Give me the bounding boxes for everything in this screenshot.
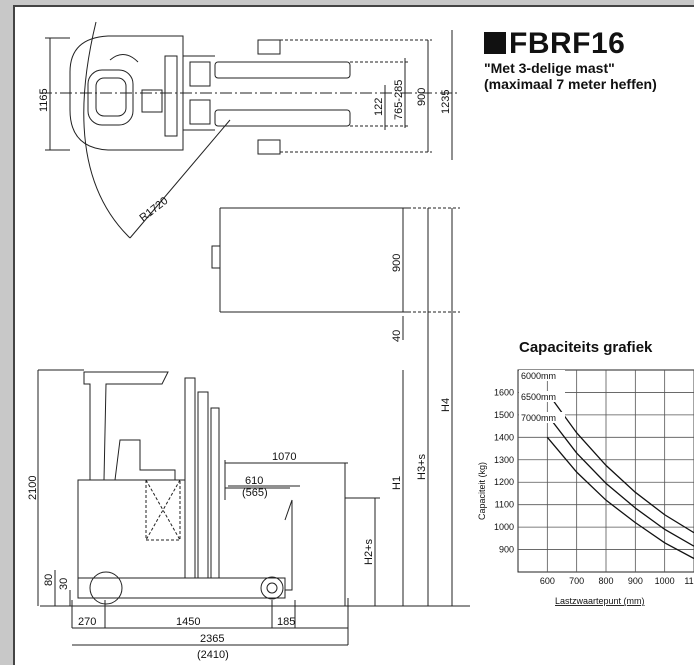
dim-load-center-alt: (565) [242, 487, 268, 499]
title-block: FBRF16 "Met 3-delige mast" (maximaal 7 m… [484, 28, 657, 92]
chart-xlabel: Lastzwaartepunt (mm) [555, 596, 645, 606]
dim-h1: H1 [391, 476, 403, 490]
dim-h3s: H3+s [416, 454, 428, 480]
chart-title: Capaciteits grafiek [519, 339, 653, 356]
dim-ground-80: 80 [43, 574, 55, 586]
chart-series-label-bg [519, 412, 565, 423]
dim-fork-spread: 765-285 [393, 80, 405, 120]
dim-fork-thickness: 40 [391, 330, 403, 342]
dim-fork-gap: 122 [373, 98, 385, 116]
chart-y-tick-label: 1000 [494, 522, 514, 532]
chart-grid [517, 369, 694, 573]
dim-height: 2100 [27, 476, 39, 500]
dim-b270: 270 [78, 616, 96, 628]
dim-h4: H4 [440, 398, 452, 412]
chart-y-tick-label: 900 [499, 545, 514, 555]
chart-y-tick-label: 1600 [494, 387, 514, 397]
fork-view [211, 207, 460, 340]
chart-series: 6000mm 6500mm 7000mm [519, 370, 694, 560]
dim-b185: 185 [277, 616, 295, 628]
subtitle-line1: "Met 3-delige mast" [484, 60, 615, 76]
chart-y-tick-label: 1500 [494, 410, 514, 420]
chart-x-tick-label: 1100 [684, 576, 694, 586]
chart-x-tick-label: 900 [628, 576, 643, 586]
dim-length: 2365 [200, 633, 224, 645]
chart-series-line [546, 392, 694, 534]
chart-series-label: 7000mm [521, 413, 556, 423]
dim-turn-radius: R1720 [137, 195, 170, 224]
dim-width: 1165 [38, 88, 50, 112]
dimension-labels: 1165 122 765-285 900 1235 R1720 900 40 2… [27, 80, 452, 661]
dim-reach: 1070 [272, 451, 296, 463]
chart-series-label: 6000mm [521, 371, 556, 381]
dim-length-alt: (2410) [197, 649, 229, 661]
subtitle-line2: (maximaal 7 meter heffen) [484, 76, 657, 92]
chart-y-tick-label: 1400 [494, 432, 514, 442]
model-title: FBRF16 [484, 28, 657, 60]
chart-x-tick-label: 1000 [655, 576, 675, 586]
chart-series-line [546, 414, 694, 547]
drawing-sheet [13, 5, 694, 665]
dim-outer-width: 900 [416, 88, 428, 106]
dim-ground-30: 30 [58, 578, 70, 590]
chart-series-label-bg [519, 370, 565, 381]
dim-b1450: 1450 [176, 616, 200, 628]
chart-series-label-bg [519, 391, 565, 402]
title-square-icon [484, 32, 506, 54]
chart-ylabel: Capaciteit (kg) [477, 462, 487, 520]
chart-x-tick-label: 700 [569, 576, 584, 586]
chart-series-label: 6500mm [521, 392, 556, 402]
dim-h2s: H2+s [363, 539, 375, 565]
top-view [40, 21, 460, 239]
dim-load-center: 610 [245, 475, 263, 487]
capacity-chart: Capaciteits grafiek Capaciteit (kg) Last… [477, 339, 694, 606]
model-name: FBRF16 [509, 27, 626, 60]
chart-y-tick-label: 1300 [494, 455, 514, 465]
chart-ticks: 900 1000 1100 1200 1300 1400 1500 1600 600 700 800… [494, 387, 694, 586]
dim-overall-width: 1235 [440, 90, 452, 114]
chart-y-tick-label: 1200 [494, 477, 514, 487]
dim-fork-length: 900 [391, 254, 403, 272]
chart-y-tick-label: 1100 [495, 500, 514, 510]
chart-x-tick-label: 600 [540, 576, 555, 586]
chart-series-line [546, 436, 694, 560]
side-view [37, 208, 470, 646]
chart-x-tick-label: 800 [598, 576, 613, 586]
